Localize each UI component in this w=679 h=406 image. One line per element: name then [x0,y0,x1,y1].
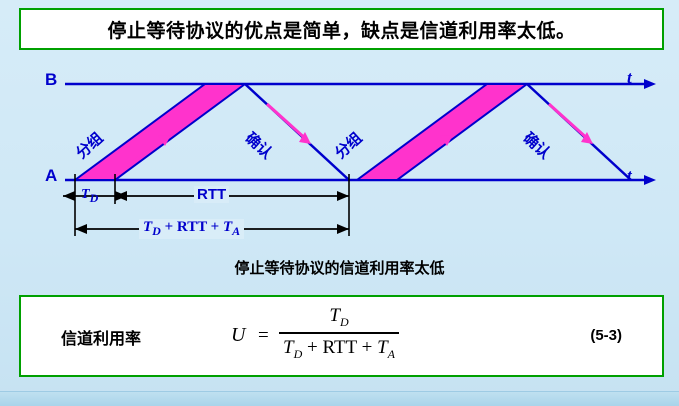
td-label: TD [81,187,98,206]
diagram-caption: 停止等待协议的信道利用率太低 [234,260,445,277]
diagram-svg [63,79,656,236]
page-title: 停止等待协议的优点是简单，缺点是信道利用率太低。 [107,20,576,42]
formula-equals: = [258,325,269,346]
total-mid: + RTT + [160,219,223,235]
equation-number: (5-3) [590,327,622,344]
time-axis-label-bottom: t [627,166,632,185]
total-time-label: TD + RTT + TA [139,219,245,239]
fraction-bar [279,331,400,334]
denominator-td-sub: D [293,346,303,361]
stop-and-wait-diagram: B A t t 分组 确认 分组 确认 TD RTT TD + RTT + TA [19,56,660,256]
numerator-sub: D [339,314,349,329]
denominator-ta-sub: A [387,346,396,361]
td-main: T [81,187,90,202]
formula-fraction: TD TD + RTT + TA [279,305,400,362]
formula-u: U [231,324,246,346]
denominator-td: T [283,336,294,358]
time-axis-label-top: t [627,68,632,87]
axis-label-a: A [45,166,58,185]
numerator-t: T [329,305,340,326]
total-td: T [143,219,153,235]
bottom-strip [0,391,679,406]
rtt-label: RTT [194,186,230,203]
fraction-denominator: TD + RTT + TA [279,335,399,362]
denominator-mid: + RTT + [302,336,378,358]
total-ta: T [222,219,233,235]
formula-label: 信道利用率 [61,331,142,348]
fraction-numerator: TD [279,305,399,331]
title-box: 停止等待协议的优点是简单，缺点是信道利用率太低。 [19,8,664,50]
total-ta-sub: A [232,224,241,238]
td-subscript: D [89,190,99,205]
formula-box: 信道利用率 U = TD TD + RTT + TA (5-3) [19,295,664,377]
axis-label-b: B [45,70,58,89]
denominator-ta: T [377,336,388,358]
total-td-sub: D [152,224,161,238]
